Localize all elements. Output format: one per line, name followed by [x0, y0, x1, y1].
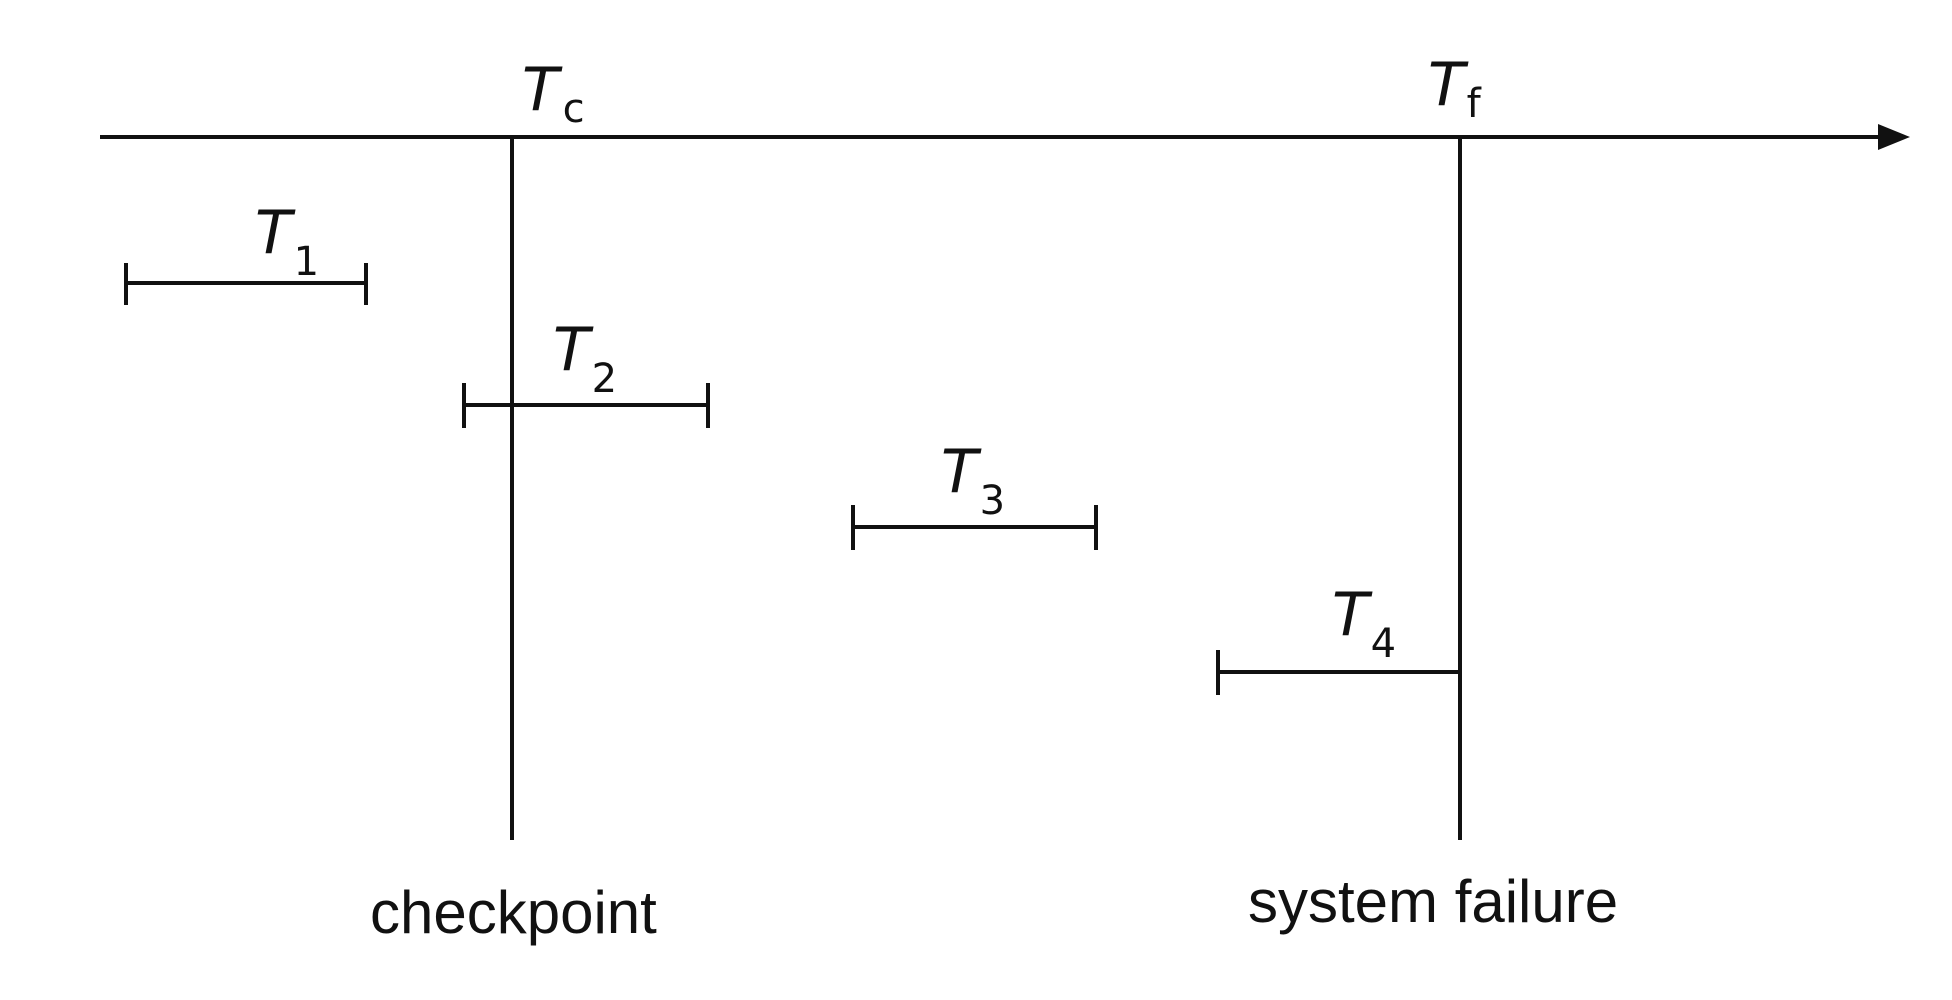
system-failure-caption: system failure [1248, 868, 1618, 935]
transaction-t4: T4 [1216, 580, 1460, 695]
checkpoint-caption: checkpoint [370, 879, 657, 946]
system-failure-marker: Tf [1428, 50, 1482, 840]
time-axis [100, 124, 1910, 150]
system-failure-time-label: Tf [1428, 50, 1482, 127]
transaction-t2-label: T2 [553, 315, 617, 402]
transaction-t3: T3 [851, 437, 1098, 550]
transaction-t1-label: T1 [255, 198, 319, 285]
transaction-t2: T2 [462, 315, 710, 428]
transaction-t1: T1 [124, 198, 368, 305]
time-axis-arrowhead [1878, 124, 1910, 150]
transaction-t4-label: T4 [1332, 580, 1396, 667]
transaction-t3-label: T3 [941, 437, 1005, 524]
